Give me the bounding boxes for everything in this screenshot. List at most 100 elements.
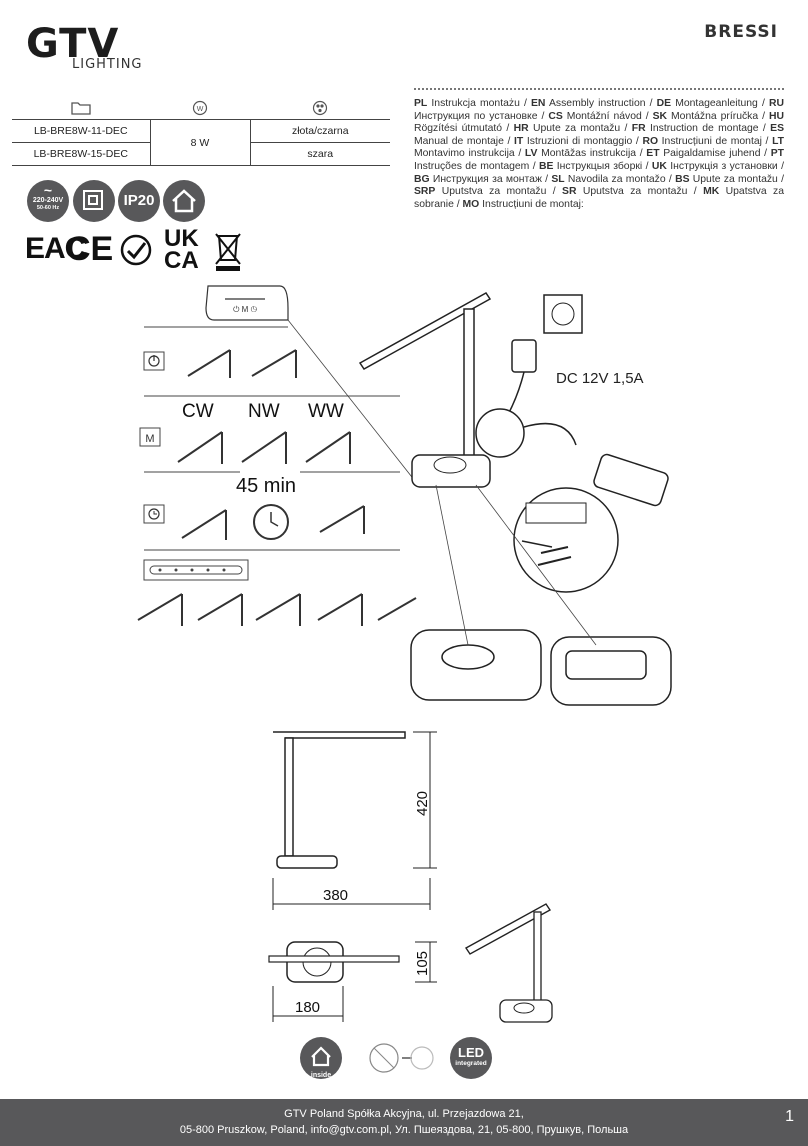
watt-bulb-icon: W: [150, 99, 250, 120]
page-number: 1: [785, 1108, 794, 1125]
svg-text:W: W: [197, 106, 204, 113]
ukca-mark: UK CA: [164, 225, 199, 274]
mode-button-icon: [139, 427, 161, 447]
lang-code: HU: [768, 110, 784, 122]
mode-nw-label: NW: [248, 401, 280, 422]
eac-mark: EAC: [25, 232, 86, 265]
lang-code: BE: [538, 160, 554, 172]
ce-mark: CE: [66, 230, 114, 268]
lang-code: SR: [562, 186, 577, 198]
product-code: LB-BRE8W-15-DEC: [12, 142, 150, 166]
recycle-check-icon: [118, 232, 154, 272]
lang-title: Upute za montažu /: [689, 173, 784, 185]
lang-code: SRP: [414, 186, 436, 198]
lang-code: BS: [675, 173, 690, 185]
lang-code: MK: [703, 186, 720, 198]
dimension-drawing: 420 380 105 180: [268, 731, 437, 1022]
lang-code: IT: [514, 135, 524, 147]
product-code: LB-BRE8W-11-DEC: [12, 119, 150, 143]
dim-width: 380: [323, 887, 348, 904]
lang-code: SL: [551, 173, 565, 185]
footer-address-line2: 05-800 Pruszkow, Poland, info@gtv.com.pl…: [179, 1124, 629, 1136]
lang-title: Uputstva za montažu /: [435, 186, 563, 198]
lang-title: Instrucțiuni de montaj:: [479, 198, 584, 210]
lang-code: RO: [642, 135, 659, 147]
lang-title: Uputstva za montažu /: [576, 186, 704, 198]
outlet-icon: [543, 294, 583, 334]
lang-title: Инструкция за монтаж /: [429, 173, 552, 185]
lang-code: DE: [656, 98, 672, 109]
led-integrated-badge: LED integrated: [450, 1037, 492, 1079]
spec-table: W LB-BRE8W-11-DEC 8 W złota/czarna LB-BR…: [12, 99, 390, 166]
timer-label: 45 min: [236, 475, 296, 497]
replace-lightsource-icon: [366, 1040, 436, 1080]
footer: GTV Poland Spółka Akcyjna, ul. Przejazdo…: [0, 1099, 808, 1146]
weee-bin-icon: [212, 228, 244, 276]
lang-code: LV: [524, 148, 538, 160]
brand-logo: GTV: [26, 21, 120, 67]
lang-code: LT: [772, 135, 784, 147]
dim-depth: 105: [414, 951, 431, 976]
lang-title: Montážna príručka /: [667, 110, 769, 122]
lang-title: Інструкція з установки /: [666, 160, 784, 172]
product-color: złota/czarna: [250, 119, 390, 143]
lang-title: Інструкцыя зборкі /: [553, 160, 652, 172]
lang-title: Assembly instruction /: [545, 98, 657, 109]
lang-code: CS: [548, 110, 563, 122]
lang-code: BG: [414, 173, 430, 185]
lang-title: Instruction de montage /: [645, 123, 771, 135]
wireless-charger-hand-icon: [410, 629, 542, 701]
lang-title: Rögzítési útmutató /: [414, 123, 514, 135]
lang-title: Instrukcja montażu /: [427, 98, 531, 109]
lang-title: Manual de montaje /: [414, 135, 514, 147]
lang-title: Montavimo instrukcija /: [414, 148, 525, 160]
ip-rating-badge: IP20: [118, 180, 160, 222]
lang-title: Инструкция по установке /: [414, 110, 549, 122]
lang-code: ET: [646, 148, 660, 160]
inside-house-badge: inside: [300, 1037, 342, 1079]
mode-cw-label: CW: [182, 401, 214, 422]
lang-title: Upute za montažu /: [528, 123, 632, 135]
lang-code: RU: [768, 98, 784, 109]
indoor-house-icon: [163, 180, 205, 222]
dim-height: 420: [414, 791, 431, 816]
product-name: BRESSI: [704, 22, 778, 42]
lang-code: PL: [414, 98, 428, 109]
instruction-languages: PL Instrukcja montażu / EN Assembly inst…: [414, 98, 784, 211]
voltage-badge: ~ 220-240V 50-60 Hz: [27, 180, 69, 222]
product-color: szara: [250, 142, 390, 166]
class-ii-icon: [73, 180, 115, 222]
lang-code: UK: [651, 160, 667, 172]
lamp-illustration: DC 12V 1,5A: [358, 292, 672, 706]
lang-title: Montāžas instrukcija /: [537, 148, 647, 160]
lang-title: Instruções de montagem /: [414, 160, 539, 172]
lang-title: Navodila za montažo /: [564, 173, 676, 185]
panel-buttons-label: ⏻ M ◷: [233, 305, 257, 314]
lang-title: Montageanleitung /: [671, 98, 769, 109]
lang-title: Upatstva za sobranie /: [414, 186, 785, 210]
dim-base: 180: [295, 999, 320, 1016]
lang-code: PT: [770, 148, 784, 160]
dotted-separator: [414, 88, 784, 90]
lang-code: SK: [652, 110, 668, 122]
svg-text:M: M: [145, 433, 154, 445]
lang-title: Montážní návod /: [562, 110, 653, 122]
lang-code: EN: [531, 98, 546, 109]
lang-title: Paigaldamise juhend /: [659, 148, 771, 160]
lang-code: HR: [513, 123, 529, 135]
dimmer-panel-icon: [143, 559, 249, 581]
feature-diagram: ⏻ M ◷ CW NW WW M 45 min: [137, 285, 420, 626]
lamp-small-illustration: [464, 903, 553, 1023]
brand-sub: LIGHTING: [72, 57, 143, 72]
dc-power-label: DC 12V 1,5A: [556, 370, 644, 387]
footer-address-line1: GTV Poland Spółka Akcyjna, ul. Przejazdo…: [284, 1108, 524, 1120]
lang-code: MO: [462, 198, 480, 210]
power-value: 8 W: [149, 119, 251, 166]
phone-icon: [593, 453, 669, 507]
color-palette-icon: [250, 99, 390, 120]
lang-code: FR: [631, 123, 646, 135]
mode-ww-label: WW: [308, 401, 344, 422]
lang-code: ES: [770, 123, 785, 135]
lang-title: Instrucțiuni de montaj /: [658, 135, 773, 147]
lang-title: Istruzioni di montaggio /: [523, 135, 643, 147]
